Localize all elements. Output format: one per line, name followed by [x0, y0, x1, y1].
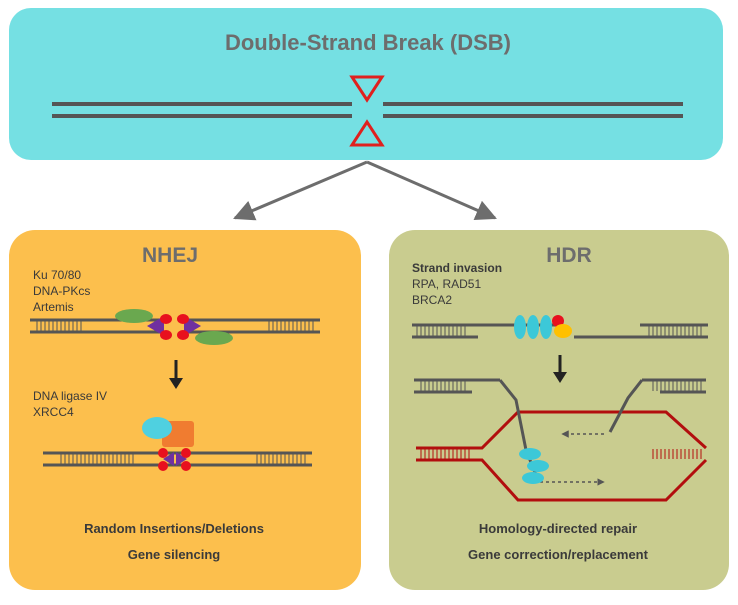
- arrow-to-hdr: [366, 160, 497, 221]
- broken-dna: [52, 102, 683, 118]
- dsb-title: Double-Strand Break (DSB): [225, 30, 511, 55]
- dnapkcs-ligated-left-icon: [163, 452, 174, 466]
- artemis-ligated-2-icon: [158, 461, 168, 471]
- ku-protein-left-icon: [115, 309, 153, 323]
- brca2-red-icon: [552, 315, 564, 327]
- hdr-step-strand-invasion: Strand invasion: [412, 261, 502, 275]
- artemis-ligated-3-icon: [181, 448, 191, 458]
- brca2-yellow-icon: [554, 324, 572, 338]
- rad51-invasion-2-icon: [527, 460, 549, 472]
- artemis-ligated-1-icon: [158, 448, 168, 458]
- artemis-right-bottom-icon: [177, 330, 189, 340]
- artemis-ligated-4-icon: [181, 461, 191, 471]
- dsb-panel: Double-Strand Break (DSB): [9, 8, 723, 160]
- nhej-protein-ligase: DNA ligase IV: [33, 389, 107, 403]
- hdr-panel: HDR Strand invasion RPA, RAD51 BRCA2: [389, 230, 729, 590]
- artemis-left-bottom-icon: [160, 330, 172, 340]
- break-marker-bottom-icon: [349, 119, 385, 147]
- nhej-protein-artemis: Artemis: [33, 300, 74, 314]
- ku-protein-right-icon: [195, 331, 233, 345]
- hdr-outcome-repair: Homology-directed repair: [479, 521, 637, 536]
- rad51-invasion-1-icon: [519, 448, 541, 460]
- hdr-protein-rpa-rad51: RPA, RAD51: [412, 277, 481, 291]
- ligase-iv-icon: [142, 417, 172, 439]
- rad51-3-icon: [540, 315, 552, 339]
- nhej-step-arrow: [169, 360, 183, 389]
- nhej-title: NHEJ: [142, 244, 198, 267]
- hdr-donor-template: [416, 410, 708, 502]
- rad51-2-icon: [527, 315, 539, 339]
- hdr-protein-brca2: BRCA2: [412, 293, 452, 307]
- rad51-1-icon: [514, 315, 526, 339]
- hdr-step-arrow: [553, 355, 567, 383]
- dnapkcs-ligated-right-icon: [176, 452, 187, 466]
- break-marker-top-icon: [349, 75, 385, 103]
- nhej-outcome-indels: Random Insertions/Deletions: [84, 521, 264, 536]
- artemis-left-top-icon: [160, 314, 172, 324]
- arrow-to-nhej: [233, 160, 368, 221]
- nhej-outcome-silencing: Gene silencing: [128, 547, 221, 562]
- nhej-panel: NHEJ Ku 70/80 DNA-PKcs Artemis DNA ligas…: [9, 230, 361, 590]
- hdr-outcome-correction: Gene correction/replacement: [468, 547, 649, 562]
- rad51-invasion-3-icon: [522, 472, 544, 484]
- nhej-protein-dnapkcs: DNA-PKcs: [33, 284, 90, 298]
- nhej-protein-xrcc4: XRCC4: [33, 405, 74, 419]
- dsb-box: [9, 8, 723, 160]
- dnapkcs-left-icon: [147, 316, 164, 336]
- artemis-right-top-icon: [177, 314, 189, 324]
- nhej-protein-ku: Ku 70/80: [33, 268, 81, 282]
- hdr-title: HDR: [546, 244, 592, 267]
